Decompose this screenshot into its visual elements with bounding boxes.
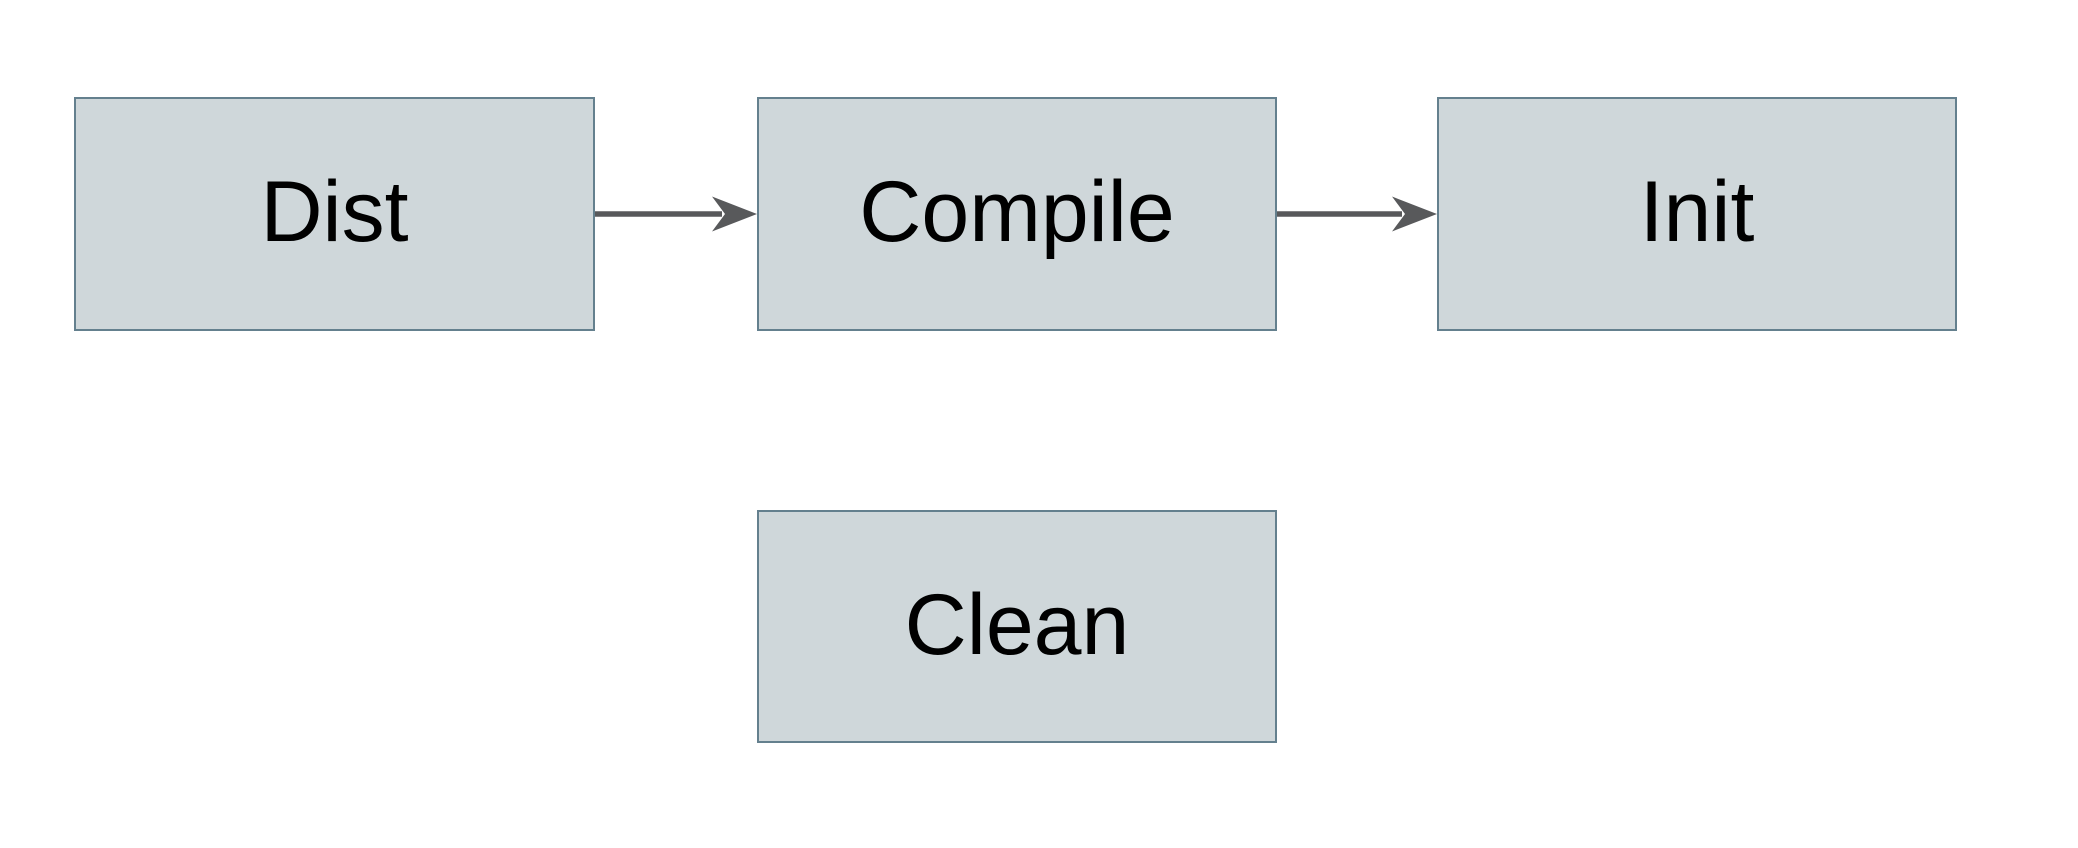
arrow-compile-to-init	[1277, 196, 1437, 232]
node-clean-label: Clean	[904, 576, 1130, 673]
arrowhead-icon	[712, 196, 757, 232]
node-init-label: Init	[1639, 164, 1755, 260]
node-clean[interactable]: Clean	[757, 510, 1277, 743]
node-compile[interactable]: Compile	[757, 97, 1277, 331]
node-dist-label: Dist	[260, 164, 409, 260]
arrowhead-icon	[1392, 196, 1437, 232]
arrow-dist-to-compile	[595, 196, 757, 232]
node-compile-label: Compile	[859, 164, 1175, 260]
node-dist[interactable]: Dist	[74, 97, 595, 331]
node-init[interactable]: Init	[1437, 97, 1957, 331]
